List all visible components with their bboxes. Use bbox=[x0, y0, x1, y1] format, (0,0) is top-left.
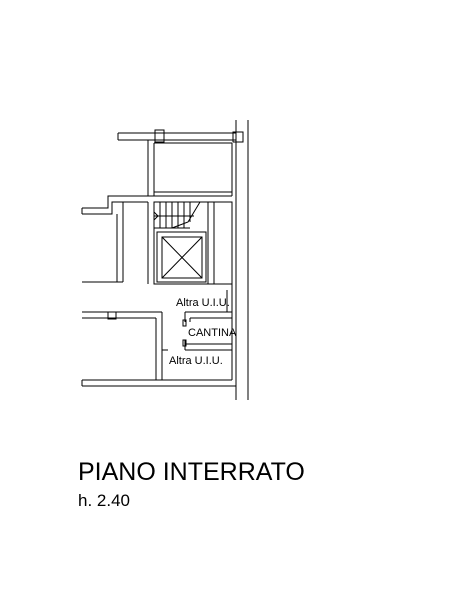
room-label-altra-uiu-lower: Altra U.I.U. bbox=[169, 355, 223, 367]
room-label-cantina: CANTINA bbox=[188, 327, 237, 339]
room-label-altra-uiu-upper: Altra U.I.U. bbox=[176, 297, 230, 309]
ceiling-height: h. 2.40 bbox=[78, 491, 130, 510]
left-upper-room bbox=[81, 195, 148, 283]
stair-core bbox=[147, 201, 233, 285]
upper-room bbox=[147, 140, 233, 197]
lower-corridor bbox=[154, 283, 233, 380]
elevator-shaft bbox=[156, 231, 207, 283]
left-lower-room bbox=[81, 311, 236, 387]
top-wall bbox=[117, 129, 244, 143]
floor-title: PIANO INTERRATO bbox=[78, 458, 305, 486]
